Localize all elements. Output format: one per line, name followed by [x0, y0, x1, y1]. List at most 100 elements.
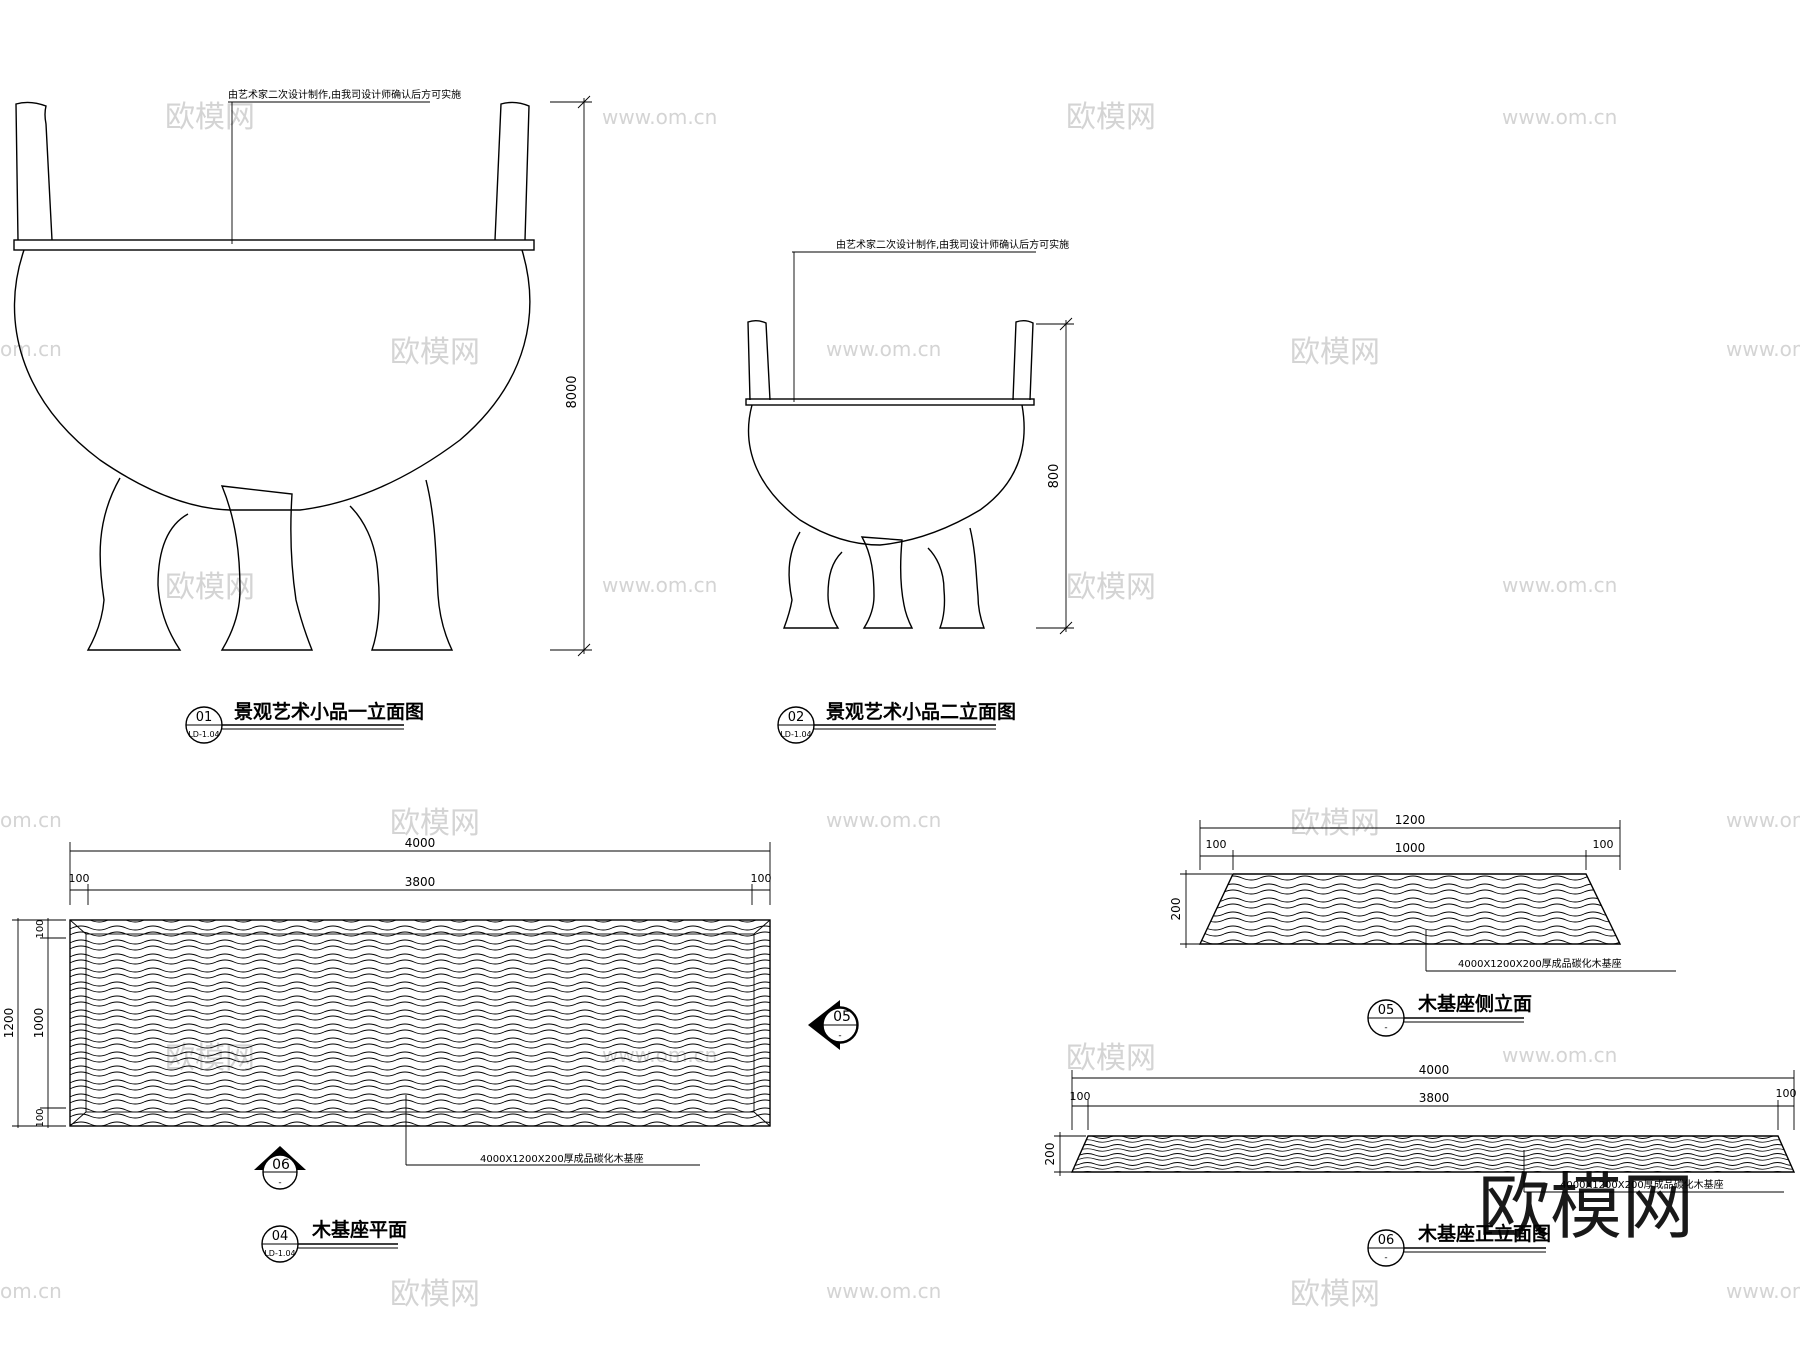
title-02-number: 02	[788, 710, 805, 725]
wood-base-side-elevation: 1200 1000 100 100 200 4000X1200X200厚成品碳化…	[1169, 813, 1676, 972]
vessel-1-rim	[13, 239, 535, 251]
marker-06-number: 06	[272, 1157, 290, 1173]
front-right-edge: 100	[1776, 1087, 1797, 1100]
front-left-edge: 100	[1070, 1090, 1091, 1103]
side-inner-width: 1000	[1395, 841, 1426, 855]
title-05: 05 - 木基座侧立面	[1367, 992, 1532, 1037]
plan-base-hatch	[70, 920, 770, 1126]
front-base-hatch	[1072, 1136, 1794, 1172]
section-marker-06: 06 -	[254, 1146, 306, 1190]
marker-05-ref: -	[838, 1031, 841, 1041]
vessel-2-right-handle	[1012, 320, 1034, 401]
side-note: 4000X1200X200厚成品碳化木基座	[1458, 957, 1622, 970]
vessel-2-dim-slash-top	[1059, 317, 1073, 331]
plan-inner-width: 3800	[405, 875, 436, 889]
vessel-1-right-handle	[494, 101, 530, 241]
watermark-url: www.om.cn	[602, 105, 717, 129]
title-01-ref: LD-1.04	[188, 730, 219, 739]
watermark-url: om.cn	[0, 1279, 62, 1303]
vessel-2-height-label: 800	[1047, 464, 1062, 489]
watermark-url: www.om.cn	[1502, 1043, 1617, 1067]
watermark-url: www.om.cn	[826, 808, 941, 832]
watermark-brand: 欧模网	[1290, 806, 1380, 841]
side-left-edge: 100	[1206, 838, 1227, 851]
wood-base-plan: 4000 3800 100 100 1200 1000 100 100 4000…	[2, 836, 859, 1190]
watermark-brand: 欧模网	[390, 1277, 480, 1312]
side-base-outline	[1198, 873, 1622, 945]
title-04-label: 木基座平面	[311, 1218, 407, 1241]
vessel-2-rim	[745, 398, 1035, 406]
front-total-width: 4000	[1419, 1063, 1450, 1077]
title-01-number: 01	[196, 710, 213, 725]
plan-base-outline	[69, 919, 771, 1127]
vessel-2-elevation: 由艺术家二次设计制作,由我司设计师确认后方可实施 800	[745, 238, 1074, 635]
vessel-2-bowl	[747, 404, 1025, 546]
title-05-ref: -	[1384, 1023, 1387, 1033]
watermark-brand: 欧模网	[1066, 1041, 1156, 1076]
wood-base-front-elevation: 4000 3800 100 100 200 4000X1200X200厚成品碳化…	[1043, 1063, 1797, 1193]
plan-total-width: 4000	[405, 836, 436, 850]
vessel-1-dim-slash-top	[577, 95, 591, 109]
plan-corner-br	[753, 1111, 771, 1127]
title-04-ref: LD-1.04	[264, 1249, 295, 1258]
title-02-label: 景观艺术小品二立面图	[826, 700, 1016, 723]
vessel-1-note: 由艺术家二次设计制作,由我司设计师确认后方可实施	[228, 88, 461, 101]
title-01-label: 景观艺术小品一立面图	[234, 700, 424, 723]
vessel-1-bowl	[13, 249, 531, 511]
vessel-2-note: 由艺术家二次设计制作,由我司设计师确认后方可实施	[836, 238, 1069, 251]
vessel-1-leg-right	[349, 479, 454, 651]
front-inner-width: 3800	[1419, 1091, 1450, 1105]
watermark-url: www.om.cn	[602, 573, 717, 597]
title-06-number: 06	[1378, 1233, 1395, 1248]
plan-total-height: 1200	[2, 1008, 16, 1039]
plan-inner-height: 1000	[32, 1008, 46, 1039]
front-height: 200	[1043, 1143, 1057, 1166]
watermark-brand: 欧模网	[165, 100, 255, 135]
watermark-brand: 欧模网	[1066, 570, 1156, 605]
title-02-ref: LD-1.04	[780, 730, 811, 739]
front-note-bg	[1552, 1176, 1784, 1192]
side-right-edge: 100	[1593, 838, 1614, 851]
watermark-layer: 欧模网 www.om.cn 欧模网 www.om.cn om.cn 欧模网 ww…	[0, 100, 1800, 1312]
section-marker-05: 05 -	[808, 1000, 859, 1050]
plan-corner-bl	[69, 1111, 87, 1127]
title-06-label: 木基座正立面图	[1417, 1222, 1551, 1245]
plan-right-edge: 100	[751, 872, 772, 885]
vessel-1-leg-left	[86, 477, 189, 651]
watermark-url: www.om.cn	[1726, 337, 1800, 361]
vessel-2-dim-slash-bottom	[1059, 621, 1073, 635]
vessel-2-leg-center	[860, 536, 914, 629]
side-base-hatch	[1200, 874, 1620, 944]
vessel-1-leg-center	[220, 485, 314, 651]
watermark-url: www.om.cn	[1726, 1279, 1800, 1303]
vessel-2-left-handle	[747, 320, 771, 401]
watermark-brand: 欧模网	[390, 335, 480, 370]
title-04-number: 04	[272, 1229, 289, 1244]
watermark-url: www.om.cn	[1502, 105, 1617, 129]
title-01: 01 LD-1.04 景观艺术小品一立面图	[185, 700, 424, 744]
watermark-url: www.om.cn	[826, 337, 941, 361]
side-note-bg	[1452, 955, 1676, 971]
marker-06-ref: -	[278, 1178, 281, 1188]
plan-left-edge: 100	[69, 872, 90, 885]
watermark-url: om.cn	[0, 808, 62, 832]
watermark-url: www.om.cn	[1502, 573, 1617, 597]
title-05-number: 05	[1378, 1003, 1395, 1018]
vessel-1-left-handle	[15, 101, 53, 241]
marker-05-number: 05	[833, 1009, 851, 1025]
watermark-url: www.om.cn	[826, 1279, 941, 1303]
plan-corner-tr	[753, 919, 771, 935]
watermark-brand: 欧模网	[1290, 335, 1380, 370]
plan-base-inner-outline	[85, 933, 755, 1113]
front-note: 4000X1200X200厚成品碳化木基座	[1560, 1178, 1724, 1191]
plan-note-bg	[470, 1150, 700, 1166]
vessel-2-leg-right	[927, 527, 986, 629]
watermark-logo-large: 欧模网	[1478, 1165, 1694, 1249]
front-base-outline	[1070, 1135, 1796, 1173]
watermark-brand: 欧模网	[1290, 1277, 1380, 1312]
watermark-brand: 欧模网	[1066, 100, 1156, 135]
side-height: 200	[1169, 898, 1183, 921]
vessel-1-dim-slash-bottom	[577, 643, 591, 657]
plan-bottom-edge: 100	[35, 1108, 46, 1127]
plan-top-edge: 100	[35, 919, 46, 938]
